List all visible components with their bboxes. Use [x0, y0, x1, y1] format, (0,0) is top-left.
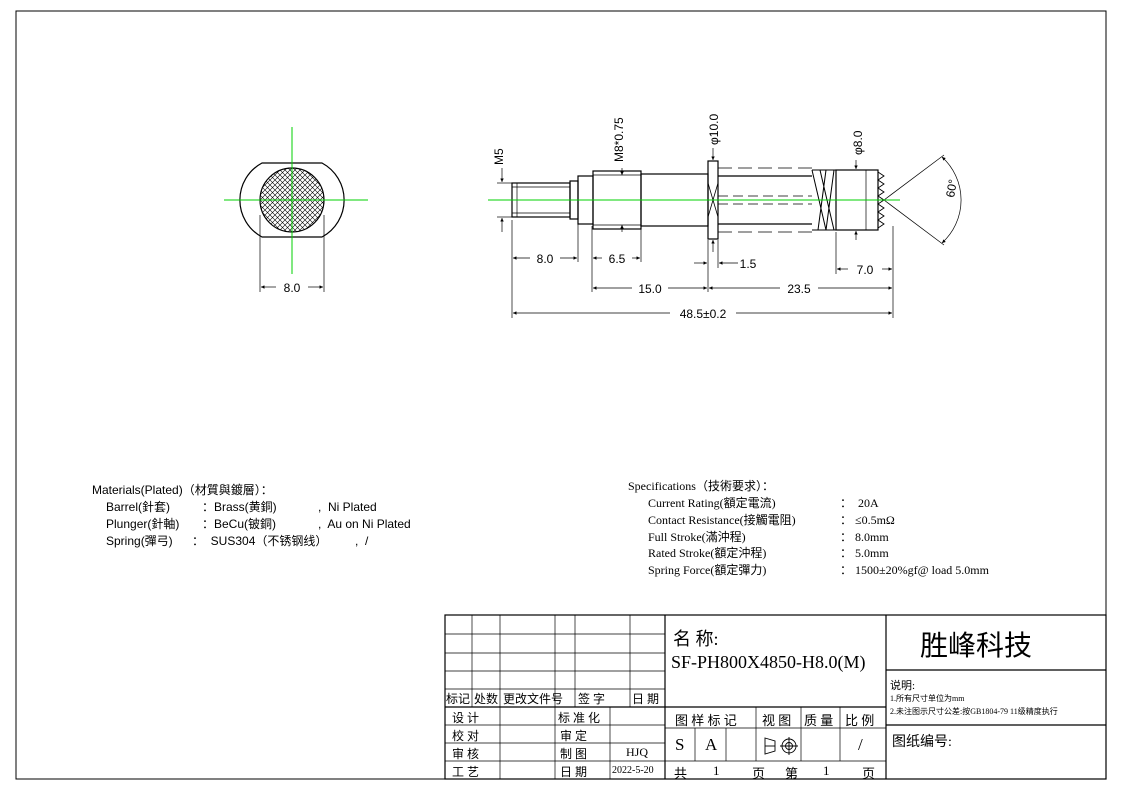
- len-15-dim: 15.0: [638, 282, 662, 296]
- role-process: 工 艺: [452, 765, 480, 779]
- rev-header-count: 处数: [474, 692, 499, 706]
- page-unit-2: 页: [862, 766, 876, 781]
- weight-label: 质 量: [804, 713, 834, 728]
- len-6-5-dim: 6.5: [609, 252, 626, 266]
- end-view: 8.0: [224, 127, 368, 295]
- end-width-dim: 8.0: [284, 281, 301, 295]
- spec-label-current: Current Rating(額定電流): [648, 496, 776, 510]
- scale-value: /: [858, 735, 863, 754]
- total-pages-label: 共: [674, 766, 688, 781]
- materials-part-plunger: Plunger(針軸): [106, 517, 180, 531]
- spec-value-spring-force: ： 1500±20%gf@ load 5.0mm: [840, 563, 989, 577]
- materials-material-spring: ： SUS304（不锈钢线）: [192, 534, 328, 548]
- role-review: 审 核: [452, 747, 480, 761]
- len-23-5-dim: 23.5: [787, 282, 811, 296]
- materials-material-barrel: ：Brass(黄銅): [202, 500, 277, 514]
- role-standard: 标 准 化: [558, 711, 601, 725]
- materials-part-spring: Spring(彈弓): [106, 534, 173, 548]
- role-check: 校 对: [452, 729, 480, 743]
- total-length-dim: 48.5±0.2: [680, 307, 727, 321]
- drafter-name: HJQ: [626, 745, 649, 759]
- materials-material-plunger: ：BeCu(铍銅): [202, 517, 277, 531]
- role-approve: 审 定: [560, 729, 588, 743]
- spec-value-current: ： 20A: [840, 496, 879, 510]
- note-1: 1.所有尺寸单位为mm: [890, 694, 965, 703]
- spec-label-rated-stroke: Rated Stroke(額定沖程): [648, 546, 767, 560]
- mark-a: A: [705, 735, 718, 754]
- materials-part-barrel: Barrel(針套): [106, 500, 171, 514]
- page-label: 第: [785, 766, 799, 781]
- spec-label-spring-force: Spring Force(額定彈力): [648, 563, 767, 577]
- len-8-dim: 8.0: [537, 252, 554, 266]
- rev-header-sign: 签 字: [578, 692, 606, 706]
- mark-s: S: [675, 735, 685, 754]
- rev-header-date: 日 期: [632, 692, 660, 706]
- role-drafting: 制 图: [560, 747, 588, 761]
- plunger-dia-dim: φ8.0: [851, 130, 865, 155]
- end-view-outline: [239, 162, 345, 238]
- part-name: SF-PH800X4850-H8.0(M): [671, 652, 866, 672]
- notes-title: 说明:: [890, 680, 916, 692]
- view-label: 视 图: [762, 713, 792, 728]
- spec-label-full-stroke: Full Stroke(滿沖程): [648, 530, 746, 544]
- thread-m8-dim: M8*0.75: [612, 117, 626, 162]
- spec-label-resistance: Contact Resistance(接觸電阻): [648, 513, 796, 527]
- materials-plating-spring: , /: [355, 534, 369, 548]
- materials-heading: Materials(Plated)（材質與鍍層）：: [92, 483, 273, 497]
- company-name: 胜峰科技: [920, 631, 1033, 662]
- materials-plating-barrel: , Ni Plated: [318, 500, 377, 514]
- horizontal-dimensions: [511, 220, 894, 318]
- spec-value-rated-stroke: ： 5.0mm: [840, 546, 889, 560]
- note-2: 2.未注图示尺寸公差:按GB1804-79 11级精度执行: [890, 707, 1058, 716]
- rev-header-doc: 更改文件号: [503, 692, 564, 706]
- role-design: 设 计: [452, 711, 480, 725]
- vertical-dimensions: [497, 148, 858, 252]
- title-block-grid: [444, 614, 1107, 780]
- spec-value-full-stroke: ： 8.0mm: [840, 530, 889, 544]
- drawing-number-label: 图纸编号:: [892, 735, 952, 750]
- collar-dia-dim: φ10.0: [707, 114, 721, 145]
- len-7-dim: 7.0: [857, 263, 874, 277]
- projection-symbol-icon: [764, 737, 798, 755]
- len-1-5-dim: 1.5: [740, 257, 757, 271]
- role-date: 日 期: [560, 765, 588, 779]
- scale-label: 比 例: [845, 713, 875, 728]
- page-unit: 页: [752, 766, 766, 781]
- spec-value-resistance: ： ≤0.5mΩ: [840, 513, 895, 527]
- total-pages: 1: [713, 763, 720, 778]
- name-label: 名 称:: [673, 629, 719, 649]
- materials-plating-plunger: , Au on Ni Plated: [318, 517, 411, 531]
- page-number: 1: [823, 763, 830, 778]
- specs-heading: Specifications（技術要求）：: [628, 479, 774, 493]
- mark-label: 图 样 标 记: [675, 713, 737, 728]
- drawing-date: 2022-5-20: [612, 765, 654, 776]
- rev-header-mark: 标记: [446, 692, 471, 706]
- tip-angle-dim: 60°: [943, 178, 960, 199]
- thread-m5-dim: M5: [492, 148, 506, 165]
